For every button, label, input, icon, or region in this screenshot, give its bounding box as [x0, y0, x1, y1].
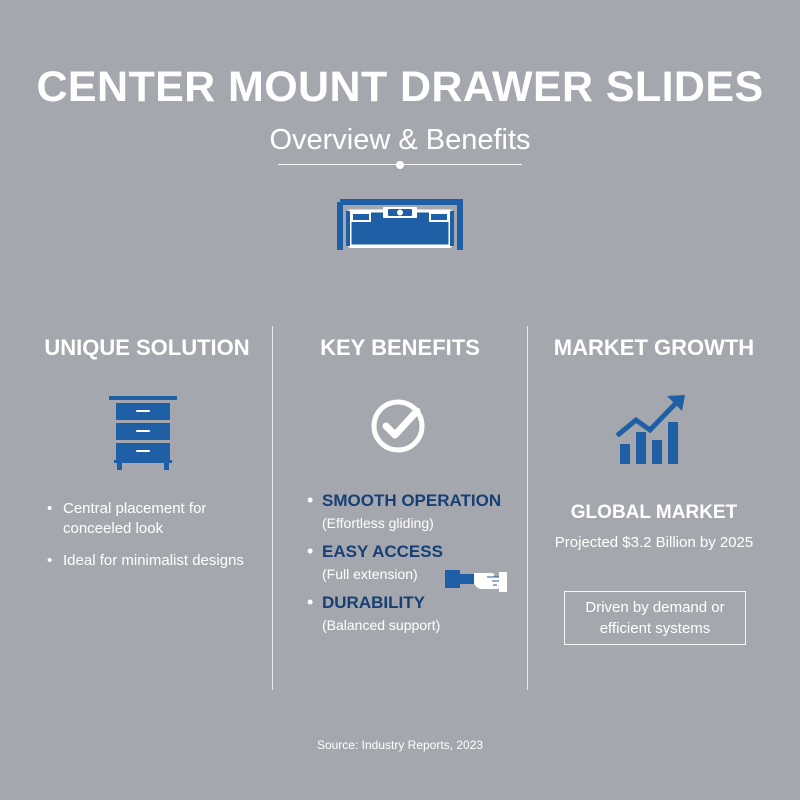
- cabinet-icon: [109, 396, 177, 470]
- key-benefits-heading: KEY BENEFITS: [320, 335, 480, 360]
- growth-chart-icon: [615, 395, 685, 464]
- benefit-title: DURABILITY: [322, 593, 425, 612]
- list-item: Central placement for conceeled look: [47, 499, 262, 539]
- benefit-description: (Balanced support): [322, 617, 441, 633]
- market-projection: Projected $3.2 Billion by 2025: [554, 534, 754, 551]
- market-growth-heading: MARKET GROWTH: [553, 335, 755, 360]
- benefit-title: EASY ACCESS: [322, 542, 443, 561]
- benefit-title: SMOOTH OPERATION: [322, 491, 502, 510]
- benefit-item: DURABILITY (Balanced support): [307, 592, 512, 636]
- list-item: Ideal for minimalist designs: [47, 551, 262, 571]
- column-divider-right: [527, 326, 528, 690]
- unique-solution-heading: UNIQUE SOLUTION: [44, 335, 250, 360]
- key-benefits-list: SMOOTH OPERATION (Effortless gliding) EA…: [307, 490, 512, 643]
- benefit-item: SMOOTH OPERATION (Effortless gliding): [307, 490, 512, 534]
- check-circle-icon: [371, 399, 425, 453]
- global-market-label: GLOBAL MARKET: [570, 502, 738, 523]
- unique-solution-list: Central placement for conceeled look Ide…: [47, 499, 262, 583]
- subtitle-divider-dot: [396, 161, 404, 169]
- source-citation: Source: Industry Reports, 2023: [316, 738, 484, 752]
- page-title: CENTER MOUNT DRAWER SLIDES: [36, 63, 764, 111]
- hand-slide-icon: [445, 570, 507, 592]
- market-note: Driven by demand or efficient systems: [585, 599, 725, 637]
- column-divider-left: [272, 326, 273, 690]
- benefit-description: (Full extension): [322, 566, 418, 582]
- benefit-item: EASY ACCESS (Full extension): [307, 541, 512, 585]
- drawer-slide-icon: [337, 199, 463, 250]
- page-subtitle: Overview & Benefits: [269, 124, 531, 156]
- benefit-description: (Effortless gliding): [322, 515, 434, 531]
- market-note-box: Driven by demand or efficient systems: [564, 591, 746, 645]
